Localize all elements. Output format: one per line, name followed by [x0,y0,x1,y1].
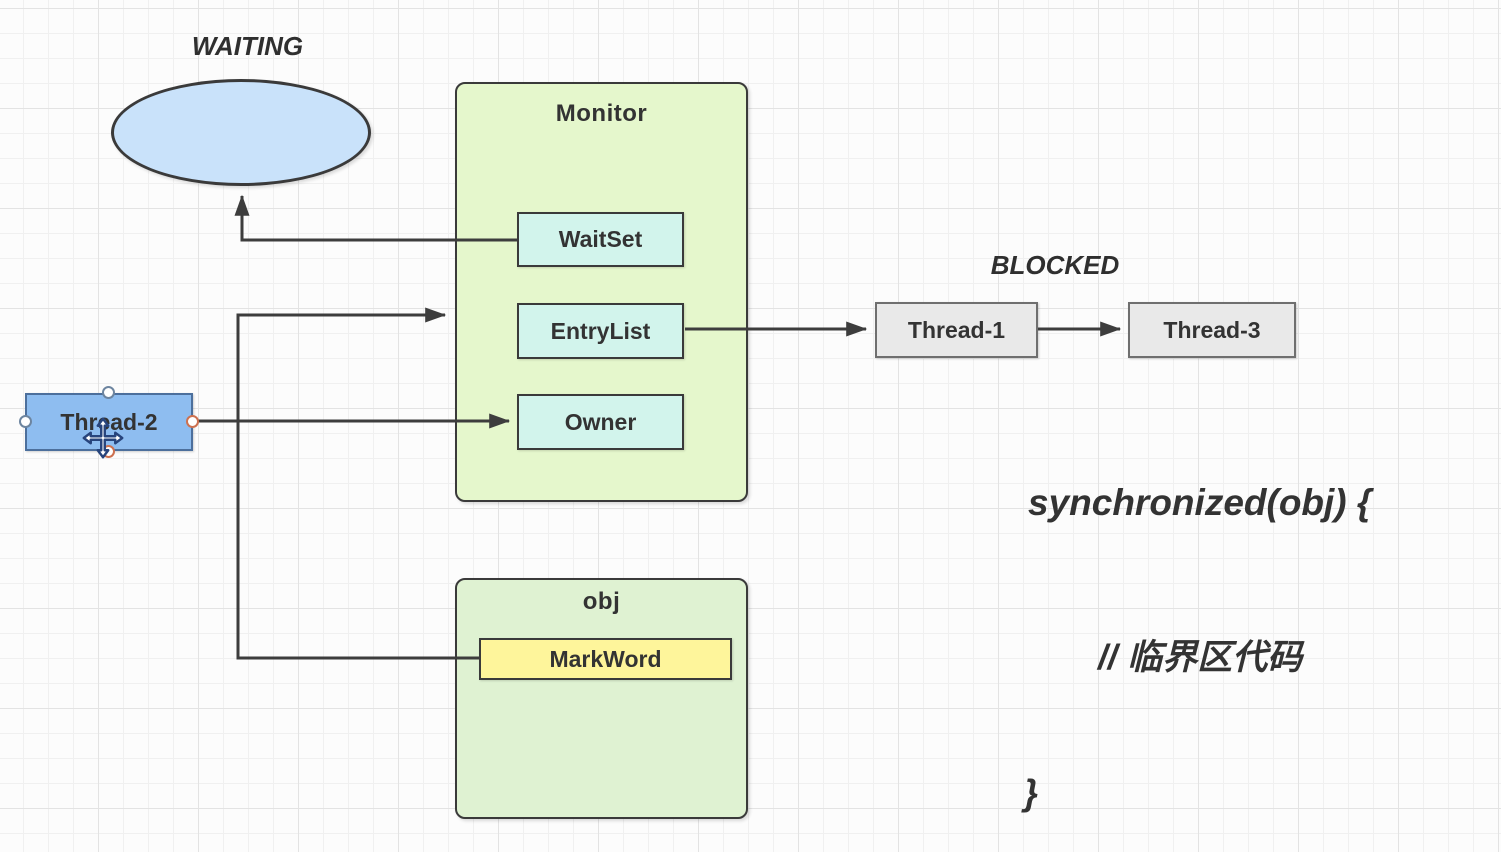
obj-title: obj [582,588,621,615]
waiting-state-label[interactable]: WAITING [191,31,304,61]
waitset-label: WaitSet [558,226,643,252]
obj-box[interactable]: obj [455,578,748,819]
owner-field[interactable]: Owner [517,394,684,450]
selection-handle-left[interactable] [19,415,32,428]
thread-1-node[interactable]: Thread-1 [875,302,1038,358]
markword-field[interactable]: MarkWord [479,638,732,680]
markword-label: MarkWord [549,645,662,672]
entrylist-field[interactable]: EntryList [517,303,684,359]
selection-handle-right[interactable] [186,415,199,428]
blocked-state-label[interactable]: BLOCKED [990,250,1120,280]
code-line-synchronized[interactable]: synchronized(obj) { [1028,482,1372,523]
thread-3-node[interactable]: Thread-3 [1128,302,1296,358]
edge-thread2-to-entrylist[interactable] [236,307,447,421]
move-cursor-icon [82,417,124,459]
code-line-closing-brace[interactable]: } [1024,772,1039,813]
edge-thread2-to-markword[interactable] [236,421,480,660]
code-line-critical-section[interactable]: // 临界区代码 [1098,638,1303,677]
waitset-field[interactable]: WaitSet [517,212,684,267]
entrylist-label: EntryList [550,317,651,344]
waiting-set-ellipse[interactable] [111,79,371,186]
thread-1-label: Thread-1 [907,316,1006,343]
monitor-title: Monitor [555,100,648,127]
selection-handle-top[interactable] [102,386,115,399]
owner-label: Owner [564,408,637,435]
thread-2-label: Thread-2 [60,408,158,435]
thread-3-label: Thread-3 [1163,316,1261,343]
